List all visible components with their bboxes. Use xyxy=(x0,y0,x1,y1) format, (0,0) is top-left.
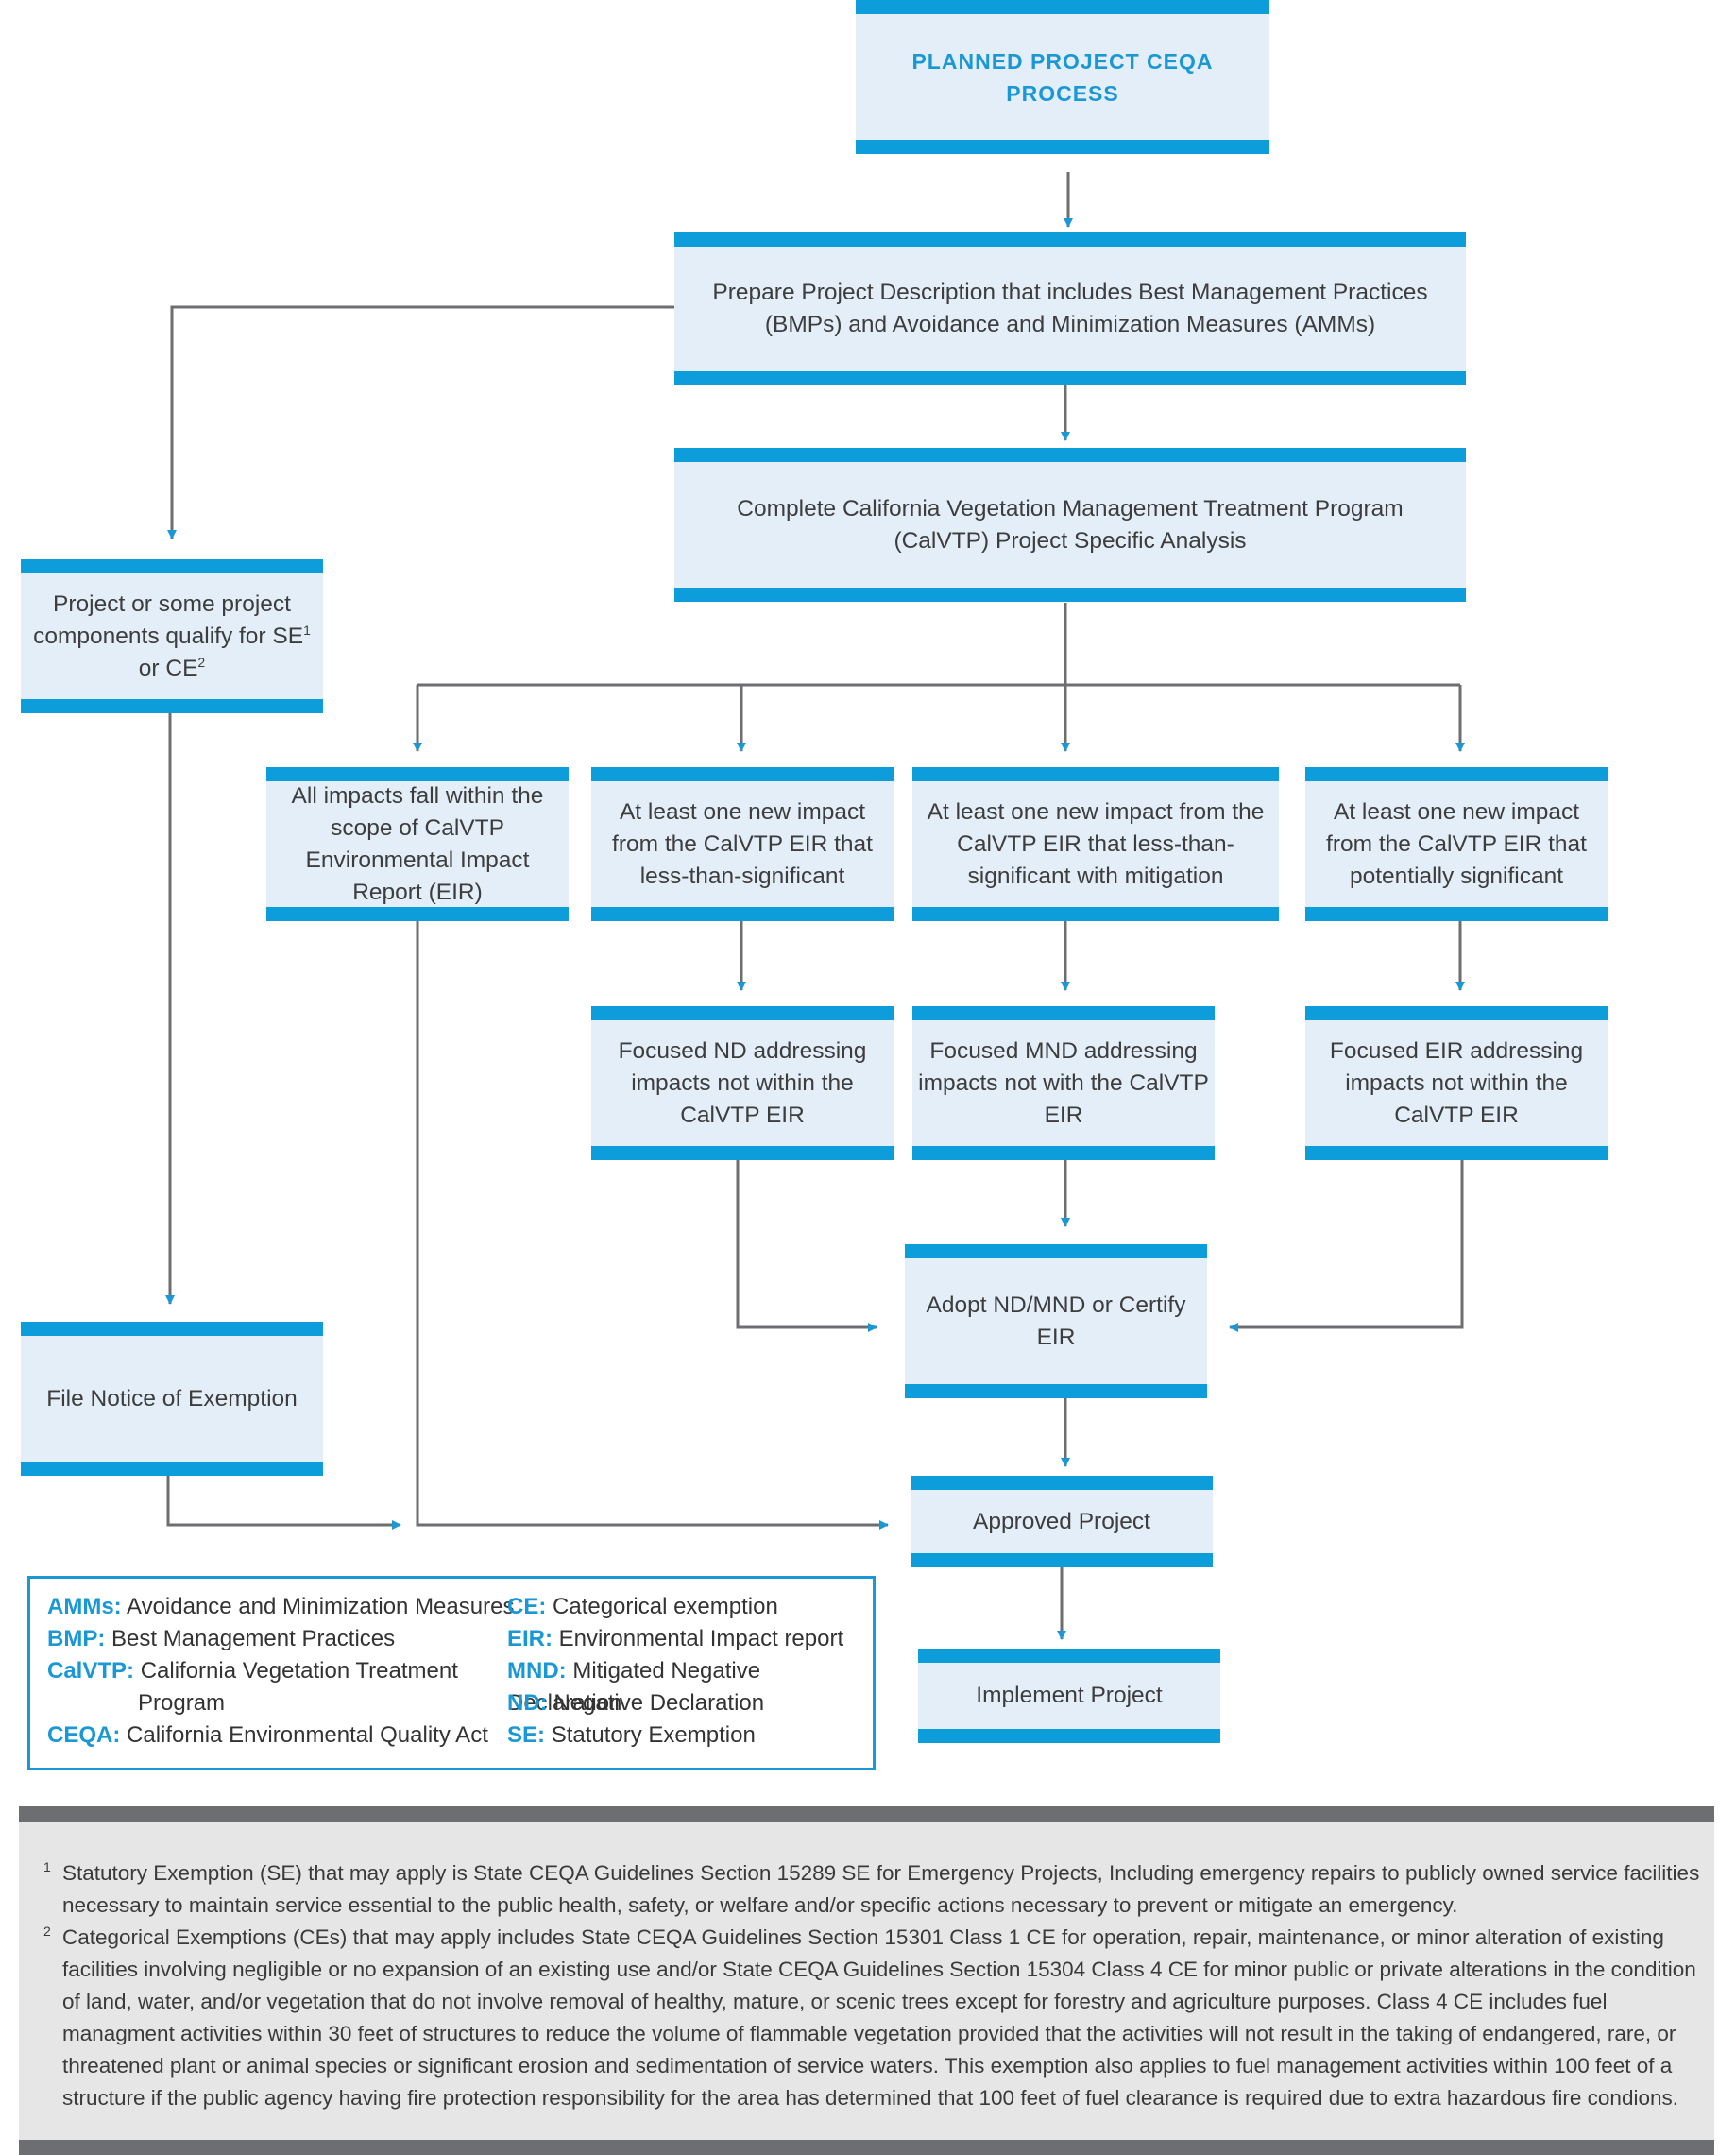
legend-item-amms: AMMs: Avoidance and Minimization Measure… xyxy=(47,1594,515,1619)
legend-item-nd: ND: Negative Declaration xyxy=(507,1690,765,1716)
arrow-scope-to-approved xyxy=(416,921,889,1530)
footnote-2: 2 Categorical Exemptions (CEs) that may … xyxy=(43,1922,1708,2114)
complete-analysis-box: Complete California Vegetation Managemen… xyxy=(674,448,1466,602)
arrow-noe-to-approved xyxy=(166,1476,401,1530)
focused-mnd-box: Focused MND addressing impacts not with … xyxy=(912,1006,1215,1160)
prepare-description-text: Prepare Project Description that include… xyxy=(712,280,1428,337)
qualify-exemption-box: Project or some project components quali… xyxy=(21,559,323,713)
arrow-nd-to-adopt xyxy=(736,1160,877,1332)
legend-item-se: SE: Statutory Exemption xyxy=(507,1722,756,1748)
legend-item-ceqa: CEQA: California Environmental Quality A… xyxy=(47,1722,488,1748)
legend-item-ce: CE: Categorical exemption xyxy=(507,1594,778,1619)
ltsm-impact-text: At least one new impact from the CalVTP … xyxy=(927,798,1265,889)
approved-project-box: Approved Project xyxy=(911,1476,1213,1567)
title-text: PLANNED PROJECT CEQA PROCESS xyxy=(911,48,1214,106)
legend-item-calvtp-cont: Program xyxy=(138,1690,226,1716)
title-box: PLANNED PROJECT CEQA PROCESS xyxy=(856,0,1269,154)
implement-project-box: Implement Project xyxy=(918,1649,1220,1743)
adopt-certify-box: Adopt ND/MND or Certify EIR xyxy=(905,1244,1207,1398)
focused-mnd-text: Focused MND addressing impacts not with … xyxy=(918,1037,1209,1128)
footnote-2-text: Categorical Exemptions (CEs) that may ap… xyxy=(62,1925,1696,2110)
focused-eir-text: Focused EIR addressing impacts not withi… xyxy=(1329,1037,1584,1128)
adopt-certify-text: Adopt ND/MND or Certify EIR xyxy=(926,1291,1186,1350)
ps-impact-box: At least one new impact from the CalVTP … xyxy=(1305,767,1608,921)
file-notice-box: File Notice of Exemption xyxy=(21,1322,323,1476)
ps-impact-text: At least one new impact from the CalVTP … xyxy=(1326,798,1587,889)
arrow-eir-to-adopt xyxy=(1229,1160,1464,1332)
ltsm-impact-box: At least one new impact from the CalVTP … xyxy=(912,767,1279,921)
implement-project-text: Implement Project xyxy=(976,1683,1163,1708)
abbreviation-legend: AMMs: Avoidance and Minimization Measure… xyxy=(27,1576,876,1770)
focused-eir-box: Focused EIR addressing impacts not withi… xyxy=(1305,1006,1608,1160)
footnote-1-mark: 1 xyxy=(43,1859,51,1874)
footnote-1-text: Statutory Exemption (SE) that may apply … xyxy=(62,1861,1700,1917)
footnote-1: 1 Statutory Exemption (SE) that may appl… xyxy=(43,1857,1708,1922)
qualify-exemption-text: Project or some project components quali… xyxy=(33,590,311,681)
legend-item-mnd: MND: Mitigated Negative Declaration xyxy=(507,1658,761,1716)
complete-analysis-text: Complete California Vegetation Managemen… xyxy=(737,495,1404,554)
focused-nd-text: Focused ND addressing impacts not within… xyxy=(618,1037,867,1128)
legend-item-calvtp: CalVTP: California Vegetation Treatment xyxy=(47,1658,458,1684)
file-notice-text: File Notice of Exemption xyxy=(46,1385,298,1411)
footnotes-panel: 1 Statutory Exemption (SE) that may appl… xyxy=(19,1806,1714,2155)
scope-impacts-text: All impacts fall within the scope of Cal… xyxy=(291,782,544,905)
approved-project-text: Approved Project xyxy=(973,1508,1150,1534)
arrow-prepare-to-qualify xyxy=(167,305,674,539)
legend-item-bmp: BMP: Best Management Practices xyxy=(47,1626,396,1651)
prepare-description-box: Prepare Project Description that include… xyxy=(674,232,1466,385)
footnote-2-mark: 2 xyxy=(43,1924,51,1939)
focused-nd-box: Focused ND addressing impacts not within… xyxy=(591,1006,894,1160)
lts-impact-text: At least one new impact from the CalVTP … xyxy=(612,798,873,889)
scope-impacts-box: All impacts fall within the scope of Cal… xyxy=(266,767,569,921)
lts-impact-box: At least one new impact from the CalVTP … xyxy=(591,767,894,921)
footnotes-bottom-bar xyxy=(19,2140,1714,2155)
legend-item-eir: EIR: Environmental Impact report xyxy=(507,1626,844,1651)
